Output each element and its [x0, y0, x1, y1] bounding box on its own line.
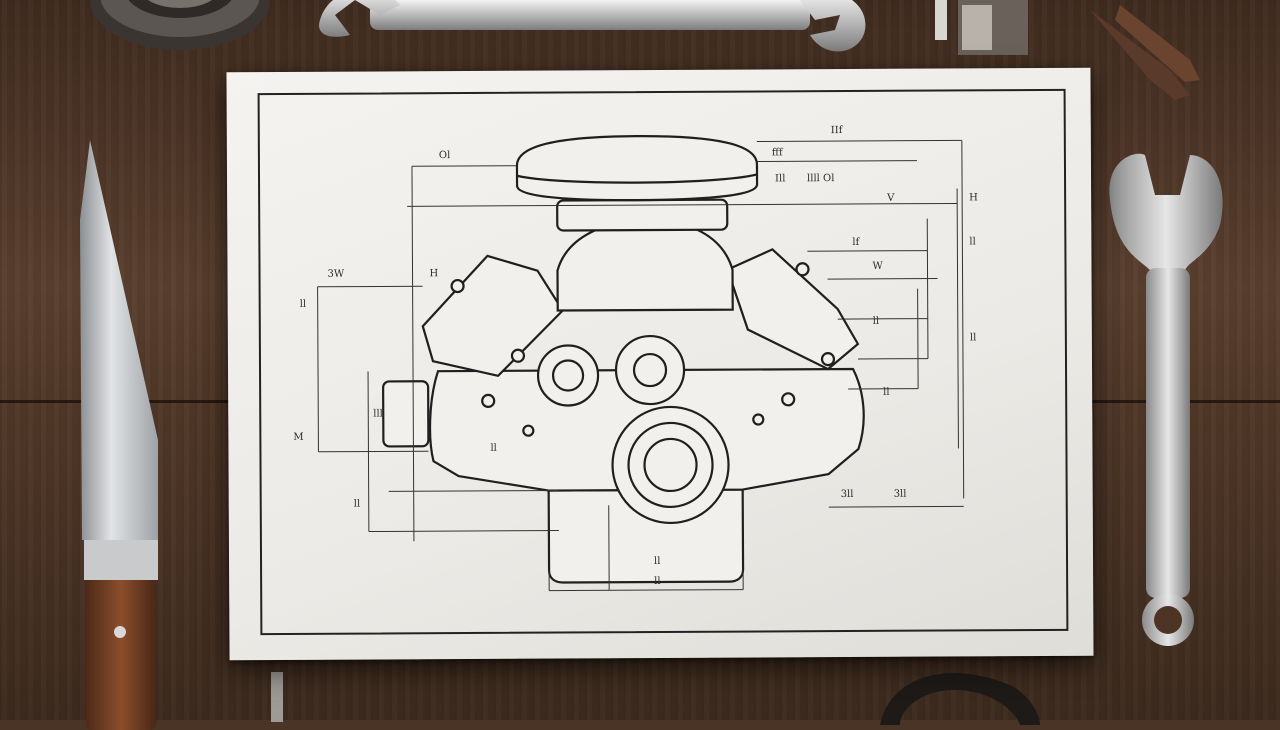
- dim-label: llll Ol: [807, 173, 834, 184]
- tape-measure-icon: [80, 0, 280, 60]
- dim-label: Ol: [439, 150, 450, 161]
- engine-icon: [382, 135, 865, 584]
- dim-label: IIf: [831, 125, 844, 136]
- dim-label: ll: [883, 387, 889, 398]
- caliper-icon: [920, 0, 1040, 60]
- dim-label: fff: [772, 147, 784, 158]
- dim-label: ll: [300, 299, 306, 310]
- pliers-icon: [1080, 0, 1210, 110]
- dim-label: lf: [852, 237, 860, 248]
- dim-label: ll: [970, 332, 976, 343]
- dim-label: lll: [373, 408, 383, 419]
- dim-label: ll: [354, 499, 360, 510]
- dim-label: H: [429, 268, 438, 279]
- dim-label: 3ll: [894, 489, 907, 500]
- open-end-wrench-icon: [860, 655, 1060, 725]
- dim-label: ll: [969, 236, 975, 247]
- dim-label: ll: [654, 576, 660, 587]
- dim-label: 3ll: [841, 489, 854, 500]
- dim-label: ll: [654, 556, 660, 567]
- engine-drawing: Ol IIf fff Ill llll Ol V H 3W H ll lll M…: [226, 68, 1093, 661]
- dim-label: ll: [873, 316, 879, 327]
- dim-label: H: [969, 192, 978, 203]
- dim-label: ll: [490, 443, 496, 454]
- engine-blueprint: Ol IIf fff Ill llll Ol V H 3W H ll lll M…: [226, 68, 1093, 661]
- dim-label: Ill: [775, 173, 785, 184]
- wrench-top-icon: [310, 0, 880, 70]
- dim-label: M: [293, 432, 303, 443]
- dim-label: W: [872, 261, 883, 272]
- dim-label: V: [886, 193, 895, 204]
- chef-knife-icon: [70, 140, 180, 730]
- pencil-icon: [265, 672, 289, 722]
- wrench-icon: [1100, 150, 1235, 660]
- dim-label: 3W: [327, 269, 344, 280]
